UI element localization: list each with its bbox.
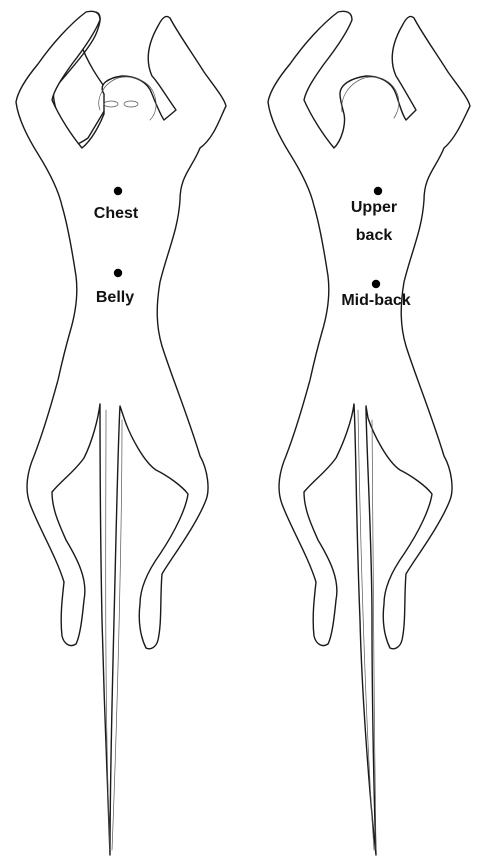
mid-back-label: Mid-back: [341, 292, 410, 309]
upper-back-label-line-1: Upper: [351, 199, 397, 216]
ventral-view-figure: [16, 11, 226, 855]
upper-back-marker: [374, 187, 382, 195]
dorsal-view-figure: [268, 11, 470, 855]
upper-back-label-line-2: back: [356, 227, 393, 244]
chest-label: Chest: [94, 205, 139, 222]
ventral-torso-outline: [16, 11, 226, 855]
belly-marker: [114, 269, 122, 277]
dorsal-torso-outline: [268, 11, 470, 855]
chest-marker: [114, 187, 122, 195]
mid-back-marker: [372, 280, 380, 288]
belly-label: Belly: [96, 289, 134, 306]
